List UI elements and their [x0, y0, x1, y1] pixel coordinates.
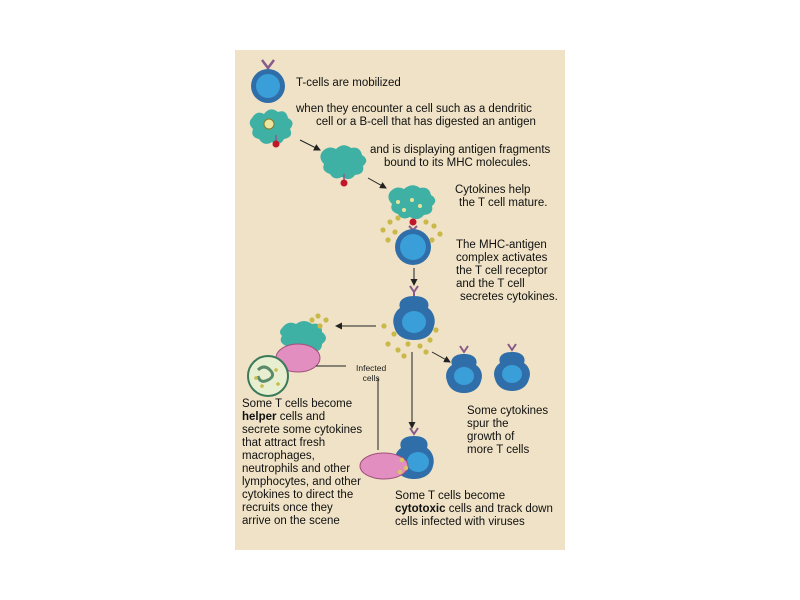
mhc-molecule [340, 179, 348, 187]
step-display: and is displaying antigen fragments boun… [370, 144, 551, 169]
resting-t-cell [251, 59, 285, 103]
new-t-cell-2 [494, 343, 530, 391]
step-mobilized: T-cells are mobilized [296, 77, 401, 89]
dendritic-cell-displaying [320, 145, 367, 187]
step-encounter: when they encounter a cell such as a den… [296, 103, 536, 128]
activation-complex [388, 185, 436, 265]
helper-description: Some T cells become helper cells and sec… [242, 398, 363, 527]
step-cytokines: Cytokines help the T cell mature. [455, 184, 548, 209]
mhc-molecule [409, 218, 417, 226]
step-mhc-activation: The MHC-antigen complex activates the T … [456, 239, 558, 303]
new-t-cell-1 [446, 345, 482, 393]
cytotoxic-keyword: cytotoxic [395, 503, 446, 515]
helper-cell-group [247, 313, 329, 397]
infected-cells-label: Infected cells [356, 363, 387, 383]
infected-cell [359, 452, 409, 480]
cytokine-cluster-lower [381, 323, 439, 359]
growth-description: Some cytokines spur the growth of more T… [467, 405, 549, 456]
activated-t-cell [393, 285, 435, 340]
t-cell-receptor [261, 59, 275, 71]
cytotoxic-t-cell [359, 427, 434, 480]
neutrophil [247, 355, 289, 397]
dendritic-cell-digesting [249, 109, 293, 148]
mhc-molecule [272, 140, 280, 148]
cytotoxic-description: Some T cells become cytotoxic cells and … [395, 490, 553, 528]
cytokine-cluster-upper [380, 215, 443, 243]
helper-keyword: helper [242, 411, 277, 423]
